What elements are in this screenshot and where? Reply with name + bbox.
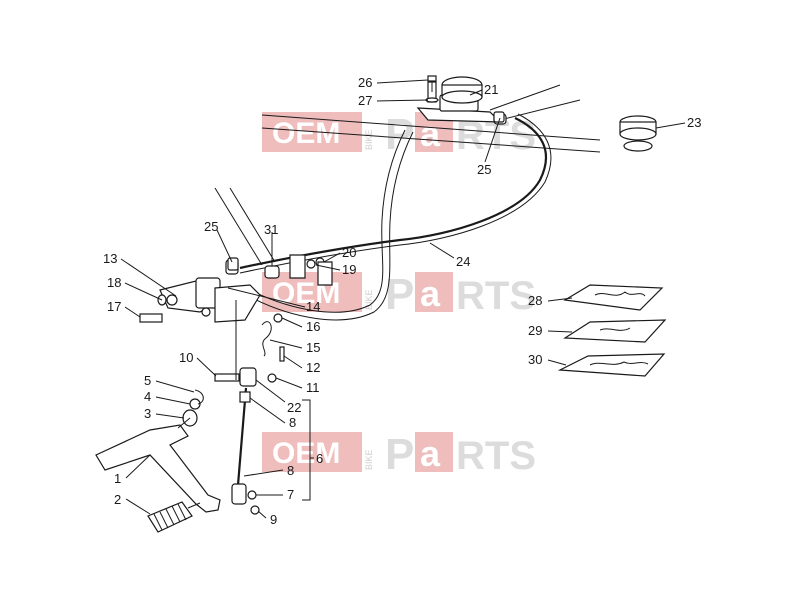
- callout-13: 13: [103, 251, 117, 266]
- callout-8-lower: 8: [287, 463, 294, 478]
- callout-30: 30: [528, 352, 542, 367]
- svg-text:BIKE: BIKE: [364, 289, 374, 310]
- callout-29: 29: [528, 323, 542, 338]
- callout-16: 16: [306, 319, 320, 334]
- callout-2: 2: [114, 492, 121, 507]
- svg-text:OEM: OEM: [272, 117, 340, 150]
- clutch-pipe: [239, 113, 552, 274]
- callout-8-upper: 8: [289, 415, 296, 430]
- master-cylinder: [159, 259, 261, 323]
- callout-18: 18: [107, 275, 121, 290]
- svg-text:OEM: OEM: [272, 437, 340, 470]
- watermark-bottom: OEM BIKE P a RTS: [262, 430, 536, 479]
- watermark-top: OEM BIKE P a RTS: [262, 110, 536, 159]
- callout-9: 9: [270, 512, 277, 527]
- watermark-middle: OEM BIKE P a RTS: [262, 270, 536, 319]
- push-rod: [231, 300, 257, 505]
- callout-25-right: 25: [477, 162, 491, 177]
- svg-text:a: a: [420, 433, 441, 474]
- decal-kit-29: [563, 319, 667, 343]
- svg-text:BIKE: BIKE: [364, 449, 374, 470]
- callout-15: 15: [306, 340, 320, 355]
- callout-10: 10: [179, 350, 193, 365]
- svg-text:P: P: [385, 110, 414, 159]
- callout-3: 3: [144, 406, 151, 421]
- callout-4: 4: [144, 389, 151, 404]
- main-pipe: [249, 129, 414, 321]
- callout-22: 22: [287, 400, 301, 415]
- callout-14: 14: [306, 299, 320, 314]
- callout-5: 5: [144, 373, 151, 388]
- callout-20: 20: [342, 245, 356, 260]
- callout-24: 24: [456, 254, 470, 269]
- reservoir-cap: [619, 115, 657, 152]
- callout-26: 26: [358, 75, 372, 90]
- leader-lines: [120, 79, 686, 519]
- callout-21: 21: [484, 82, 498, 97]
- callout-6: 6: [316, 451, 323, 466]
- svg-text:a: a: [420, 273, 441, 314]
- svg-text:BIKE: BIKE: [364, 129, 374, 150]
- callout-11: 11: [306, 380, 320, 395]
- callout-12: 12: [306, 360, 320, 375]
- decal-kit-28: [563, 284, 664, 311]
- svg-text:RTS: RTS: [456, 274, 536, 318]
- svg-text:P: P: [385, 430, 414, 479]
- callout-28: 28: [528, 293, 542, 308]
- svg-text:P: P: [385, 270, 414, 319]
- callout-17: 17: [107, 299, 121, 314]
- return-spring: [261, 321, 272, 357]
- pedal-rubber: [147, 501, 201, 533]
- callout-31: 31: [264, 222, 278, 237]
- callout-7: 7: [287, 487, 294, 502]
- callout-23: 23: [687, 115, 701, 130]
- callout-labels: 1 2 3 4 5 6 7 8 8 9 10 11 12 13 14 15 16…: [103, 75, 701, 527]
- callout-25-left: 25: [204, 219, 218, 234]
- svg-text:a: a: [420, 113, 441, 154]
- callout-19: 19: [342, 262, 356, 277]
- svg-text:RTS: RTS: [456, 434, 536, 478]
- callout-27: 27: [358, 93, 372, 108]
- callout-1: 1: [114, 471, 121, 486]
- decal-kit-30: [557, 353, 666, 377]
